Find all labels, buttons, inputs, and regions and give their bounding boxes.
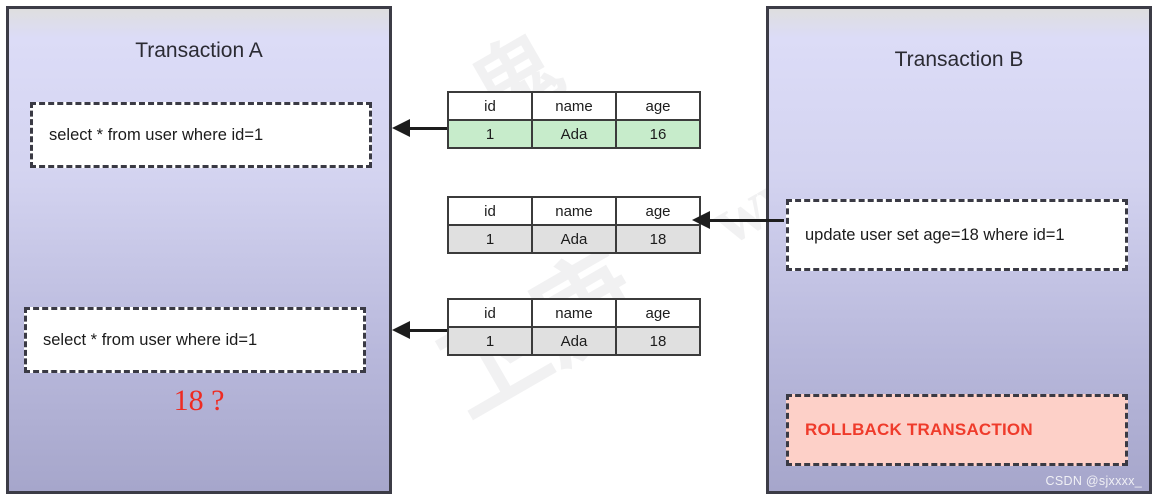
column-header-id: id — [447, 91, 533, 121]
transaction-b-update-statement[interactable]: update user set age=18 where id=1 — [786, 199, 1128, 271]
column-header-age: age — [615, 196, 701, 226]
column-header-age: age — [615, 91, 701, 121]
column-header-name: name — [531, 298, 617, 328]
cell-id: 1 — [447, 326, 533, 356]
result-table-3: id name age 1 Ada 18 — [447, 298, 701, 356]
transaction-a-panel: Transaction A select * from user where i… — [6, 6, 392, 494]
transaction-a-answer-label: 18 ? — [173, 384, 225, 417]
transaction-b-panel: Transaction B update user set age=18 whe… — [766, 6, 1152, 494]
credit-watermark: CSDN @sjxxxx_ — [1045, 474, 1142, 488]
cell-age: 18 — [615, 326, 701, 356]
arrow-left-icon — [392, 321, 447, 339]
transaction-a-select-statement-2[interactable]: select * from user where id=1 — [24, 307, 366, 373]
table-row: 1 Ada 18 — [447, 326, 701, 356]
arrowhead-icon — [692, 211, 710, 229]
column-header-age: age — [615, 298, 701, 328]
result-table-1: id name age 1 Ada 16 — [447, 91, 701, 149]
column-header-name: name — [531, 196, 617, 226]
table-row: 1 Ada 18 — [447, 224, 701, 254]
cell-age: 18 — [615, 224, 701, 254]
transaction-a-select-statement-1[interactable]: select * from user where id=1 — [30, 102, 372, 168]
arrow-left-icon — [392, 119, 447, 137]
column-header-name: name — [531, 91, 617, 121]
cell-age: 16 — [615, 119, 701, 149]
table-header-row: id name age — [447, 91, 701, 121]
column-header-id: id — [447, 196, 533, 226]
arrowhead-icon — [392, 321, 410, 339]
transaction-b-rollback-statement[interactable]: ROLLBACK TRANSACTION — [786, 394, 1128, 466]
column-header-id: id — [447, 298, 533, 328]
result-table-2: id name age 1 Ada 18 — [447, 196, 701, 254]
cell-id: 1 — [447, 224, 533, 254]
transaction-b-title: Transaction B — [894, 48, 1024, 71]
table-row: 1 Ada 16 — [447, 119, 701, 149]
cell-name: Ada — [531, 224, 617, 254]
table-header-row: id name age — [447, 196, 701, 226]
cell-id: 1 — [447, 119, 533, 149]
cell-name: Ada — [531, 326, 617, 356]
cell-name: Ada — [531, 119, 617, 149]
table-header-row: id name age — [447, 298, 701, 328]
transaction-a-title: Transaction A — [135, 39, 263, 62]
arrowhead-icon — [392, 119, 410, 137]
arrow-left-icon — [692, 211, 784, 229]
